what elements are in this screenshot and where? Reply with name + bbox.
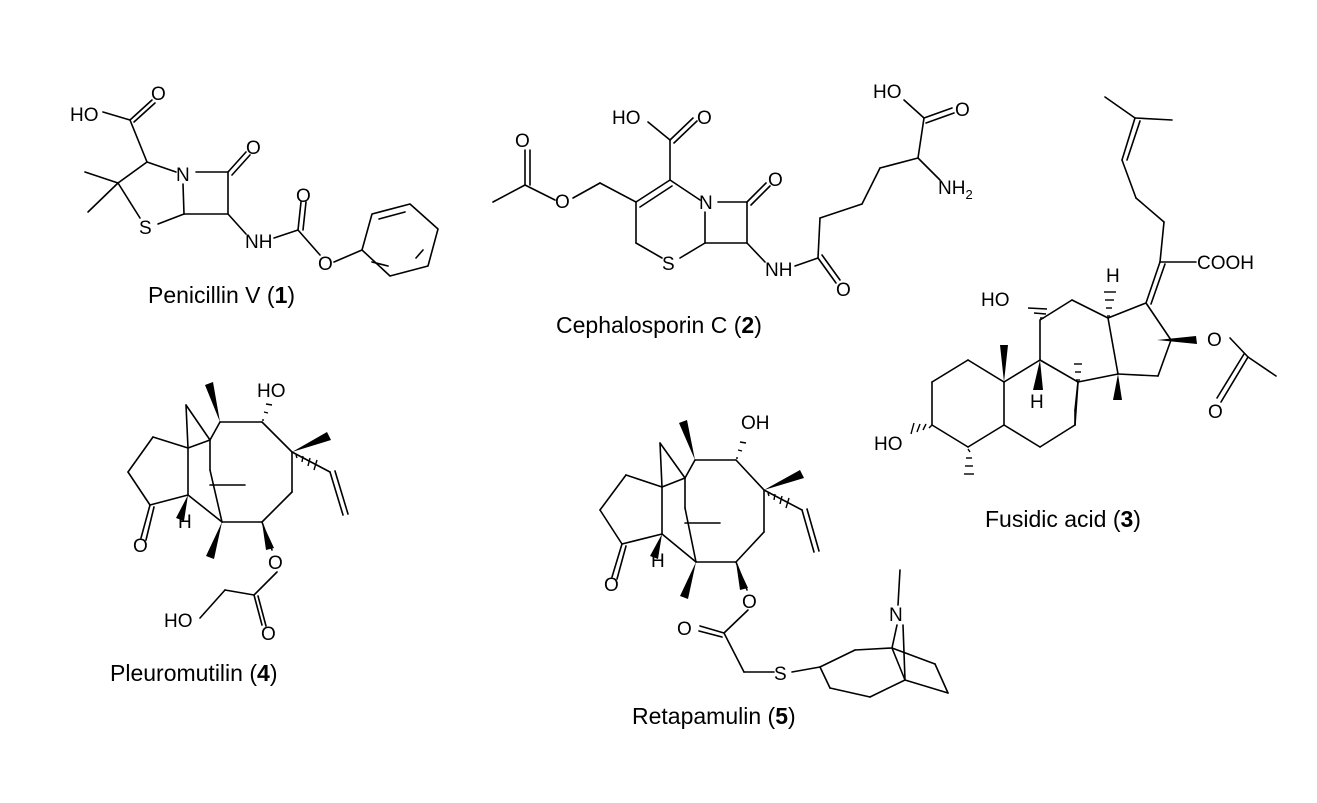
atom-label: N: [889, 605, 903, 626]
wedge-bond: [292, 432, 331, 452]
atom-label: HO: [873, 82, 902, 103]
atom-label: O: [246, 138, 261, 159]
atom-label: O: [677, 619, 692, 640]
wedge-bond: [679, 420, 695, 460]
atom-label: HO: [612, 108, 641, 129]
atom-label: O: [836, 280, 851, 301]
caption-pleuromutilin: Pleuromutilin (4): [110, 660, 277, 686]
structure-pleuromutilin: HO O H O HO O Pleuromutilin (4): [110, 381, 349, 686]
caption-cephalosporin-c: Cephalosporin C (2): [556, 312, 762, 338]
atom-label: NH: [245, 232, 272, 253]
structure-penicillin-v: HO O N S O NH O O Penicillin V (1): [70, 84, 439, 308]
atom-label: N: [176, 165, 190, 186]
caption-retapamulin: Retapamulin (5): [632, 703, 796, 729]
atom-label: O: [296, 186, 311, 207]
wedge-bond: [205, 382, 220, 422]
atom-label: S: [662, 254, 675, 275]
atom-label: O: [697, 108, 712, 129]
atom-label: H: [651, 551, 665, 572]
wedge-bond: [680, 562, 696, 599]
atom-label: O: [604, 575, 619, 596]
atom-label: HO: [164, 611, 193, 632]
atom-label: O: [742, 592, 757, 613]
atom-label: H: [178, 512, 192, 533]
atom-label: O: [1207, 330, 1222, 351]
atom-label: HO: [70, 105, 99, 126]
wedge-bond: [1113, 374, 1122, 400]
atom-label: N: [699, 193, 713, 214]
atom-label: O: [515, 131, 530, 152]
wedge-bond: [176, 495, 188, 521]
atom-label: O: [318, 254, 333, 275]
wedge-bond: [1000, 345, 1008, 382]
atom-label: O: [1208, 402, 1223, 423]
structure-cephalosporin-c: O O HO O N S O NH O HO O NH2 Cephalospor…: [492, 82, 973, 338]
caption-penicillin-v: Penicillin V (1): [148, 282, 295, 308]
atom-label: HO: [981, 290, 1010, 311]
atom-label: O: [268, 553, 283, 574]
atom-label: H: [1106, 266, 1120, 287]
atom-label: O: [955, 100, 970, 121]
structure-retapamulin: OH O H O O S N Retapamulin (5): [599, 413, 949, 729]
atom-label: H: [1030, 392, 1044, 413]
atom-label: S: [139, 218, 152, 239]
atom-label: O: [261, 624, 276, 645]
atom-label: COOH: [1197, 253, 1254, 274]
wedge-bond: [1033, 360, 1043, 390]
atom-label: S: [774, 664, 787, 685]
wedge-bond: [262, 522, 274, 550]
atom-label: NH: [765, 260, 792, 281]
atom-label: NH2: [938, 178, 973, 202]
atom-label: O: [768, 170, 783, 191]
wedge-bond: [650, 534, 662, 559]
structure-fusidic-acid: H COOH HO O O H HO Fusidic acid (3): [874, 96, 1277, 532]
atom-label: OH: [741, 413, 770, 434]
atom-label: O: [133, 536, 148, 557]
atom-label: HO: [874, 434, 903, 455]
atom-label: HO: [257, 381, 286, 402]
wedge-bond: [764, 470, 804, 490]
atom-label: O: [151, 84, 166, 105]
wedge-bond: [736, 562, 748, 590]
atom-label: O: [555, 192, 570, 213]
caption-fusidic-acid: Fusidic acid (3): [985, 506, 1141, 532]
wedge-bond: [1157, 336, 1197, 344]
wedge-bond: [206, 522, 222, 559]
